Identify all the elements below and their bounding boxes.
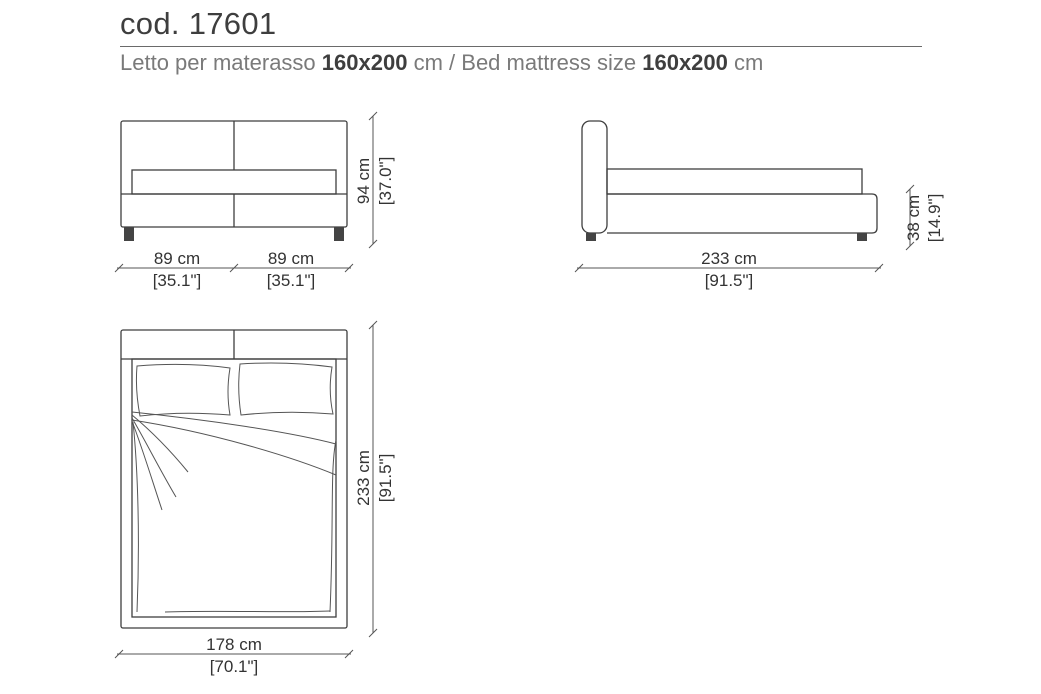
sheet-fold-edge (131, 419, 337, 476)
sheet-fold-top (131, 411, 337, 445)
caption-en-unit: cm (734, 50, 764, 75)
front-height-in: [37.0"] (376, 157, 395, 206)
sheet-bottom-edge (164, 610, 331, 613)
top-bed-outline (120, 329, 348, 629)
sheet-crease-3 (131, 420, 163, 511)
pillow-right (238, 362, 334, 416)
sheet-crease-1 (131, 414, 189, 473)
caption-it-unit: cm / (413, 50, 456, 75)
caption-en-size: 160x200 (642, 50, 728, 75)
front-width-right-cm: 89 cm (268, 249, 314, 268)
side-length-in: [91.5"] (705, 271, 754, 290)
side-mattress (606, 168, 863, 195)
side-view: 233 cm [91.5"] 38 cm [14.9"] (574, 120, 944, 290)
pillow-left (135, 363, 231, 417)
front-height-cm: 94 cm (354, 158, 373, 204)
front-width-left-cm: 89 cm (154, 249, 200, 268)
side-foot-head (586, 233, 596, 241)
side-foot-end (857, 233, 867, 241)
caption-it-label: Letto per materasso (120, 50, 316, 75)
side-length-cm: 233 cm (701, 249, 757, 268)
sheet-right-drape (329, 439, 337, 613)
top-view: 233 cm [91.5"] 178 cm [70.1"] (114, 320, 395, 676)
front-mattress (131, 169, 337, 195)
product-code: cod. 17601 (120, 6, 277, 41)
mattress-size-caption: Letto per materasso 160x200 cm / Bed mat… (120, 50, 763, 76)
top-width-in: [70.1"] (210, 657, 259, 676)
front-foot-right (334, 227, 344, 241)
top-mattress (131, 358, 337, 618)
top-width-cm: 178 cm (206, 635, 262, 654)
side-headboard (581, 120, 608, 234)
caption-it-size: 160x200 (321, 50, 408, 75)
top-length-cm: 233 cm (354, 450, 373, 506)
side-base (607, 193, 878, 234)
front-width-right-in: [35.1"] (267, 271, 316, 290)
caption-en-label: Bed mattress size (461, 50, 637, 75)
front-foot-left (124, 227, 134, 241)
top-length-in: [91.5"] (376, 454, 395, 503)
front-view: 89 cm [35.1"] 89 cm [35.1"] 94 cm [37.0"… (114, 111, 395, 290)
title-divider (120, 46, 922, 47)
side-height-cm: 38 cm (904, 195, 923, 241)
sheet-crease-2 (131, 417, 177, 498)
front-width-left-in: [35.1"] (153, 271, 202, 290)
side-height-in: [14.9"] (925, 194, 944, 243)
sheet-left-drape (132, 421, 139, 613)
